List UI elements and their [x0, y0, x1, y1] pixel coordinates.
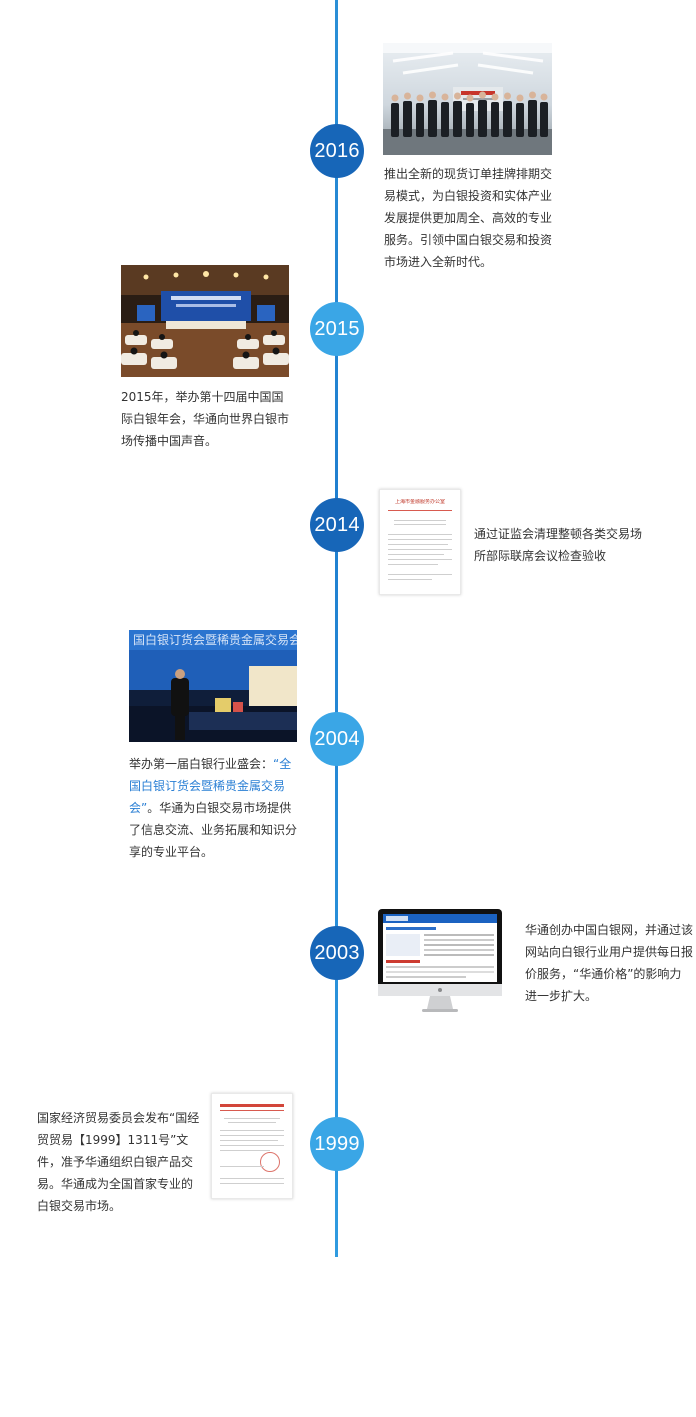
year-badge-2004: 2004 — [310, 712, 364, 766]
event-description-2014: 通过证监会清理整顿各类交易场所部际联席会议检查验收 — [474, 527, 643, 563]
imac-monitor-2003 — [376, 908, 504, 1020]
event-text-2004-tail: 。华通为白银交易市场提供了信息交流、业务拓展和知识分享的专业平台。 — [129, 801, 298, 859]
official-document-2014: 上海市金融服务办公室 — [379, 489, 461, 595]
document-title: 上海市金融服务办公室 — [394, 499, 445, 505]
event-description-2004: 举办第一届白银行业盛会：“全国白银订货会暨稀贵金属交易会”。华通为白银交易市场提… — [129, 753, 302, 863]
year-badge-2003: 2003 — [310, 926, 364, 980]
year-badge-2014: 2014 — [310, 498, 364, 552]
year-badge-1999: 1999 — [310, 1117, 364, 1171]
year-badge-2015: 2015 — [310, 302, 364, 356]
timeline-axis — [335, 0, 338, 1257]
event-description-1999: 国家经济贸易委员会发布“国经贸贸易【1999】1311号”文件，准予华通组织白银… — [37, 1111, 200, 1213]
year-badge-2016: 2016 — [310, 124, 364, 178]
group-photo-2016 — [383, 43, 552, 155]
fair-name-highlight: “全国白银订货会暨稀贵金属交易会” — [129, 757, 292, 815]
conference-photo-2004: 国白银订货会暨稀贵金属交易会 — [129, 630, 297, 742]
official-document-1999 — [211, 1093, 293, 1199]
event-description-2016: 推出全新的现货订单挂牌排期交易模式，为白银投资和实体产业发展提供更加周全、高效的… — [384, 167, 553, 269]
conference-photo-2015 — [121, 265, 289, 377]
event-description-2015: 2015年，举办第十四届中国国际白银年会，华通向世界白银市场传播中国声音。 — [121, 390, 290, 448]
conference-banner-text: 国白银订货会暨稀贵金属交易会 — [133, 633, 297, 647]
event-text-2004-lead: 举办第一届白银行业盛会： — [129, 757, 274, 771]
red-seal-icon — [260, 1152, 280, 1172]
event-description-2003: 华通创办中国白银网，并通过该网站向白银行业用户提供每日报价服务，“华通价格”的影… — [525, 923, 694, 1003]
